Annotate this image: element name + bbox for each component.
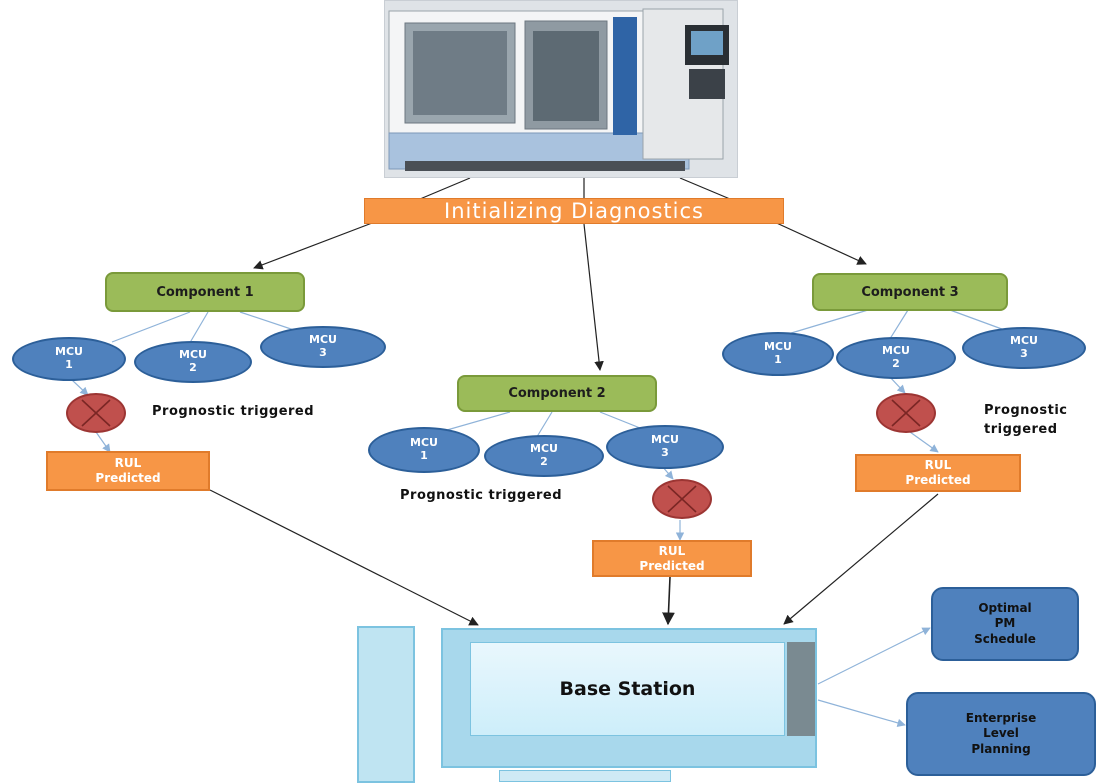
mcu-label: MCU <box>764 340 792 354</box>
arrow-init-component-3 <box>769 219 867 265</box>
rul-label: Predicted <box>95 471 161 485</box>
mcu-number: 2 <box>189 361 197 374</box>
mcu-label: MCU <box>1010 334 1038 348</box>
prognostic-triggered-label: Prognostic triggered <box>152 404 315 419</box>
branch-c2-mcu3 <box>599 411 641 429</box>
failure-x-icon <box>652 479 712 519</box>
output-label: Enterprise <box>965 710 1037 725</box>
mcu-number: 3 <box>1020 347 1028 360</box>
prognostic-line: Prognostic <box>984 403 1068 418</box>
arrow-c1-fail-rul <box>95 431 111 453</box>
rul-predicted-box: RUL Predicted <box>592 540 752 577</box>
mcu-label: MCU <box>651 433 679 447</box>
branch-c2-mcu1 <box>439 411 511 433</box>
mcu-label: MCU <box>309 333 337 347</box>
rul-predicted-box: RUL Predicted <box>855 454 1021 492</box>
rul-label: RUL <box>658 543 686 558</box>
mcu-number: 3 <box>319 346 327 359</box>
connector-machine-left <box>419 177 471 200</box>
rul-label: Predicted <box>639 558 705 573</box>
arrow-c1-mcu-fail <box>71 379 89 396</box>
mcu-number: 3 <box>661 446 669 459</box>
component-3-box: Component 3 <box>812 273 1008 311</box>
prognostic-triggered-label: Prognostic triggered <box>400 488 563 503</box>
arrow-init-component-2 <box>583 223 604 371</box>
base-station-screen: Base Station <box>470 642 785 736</box>
mcu-number: 1 <box>420 449 428 462</box>
initializing-diagnostics-box: Initializing Diagnostics <box>364 198 784 224</box>
arrow-base-pm <box>817 627 931 685</box>
mcu-label: MCU <box>530 442 558 456</box>
branch-c3-mcu1 <box>787 309 869 335</box>
branch-c1-mcu1 <box>111 311 191 343</box>
prognostic-triggered-label: Prognostic triggered <box>984 402 1067 440</box>
mcu-label: MCU <box>179 348 207 362</box>
mcu-number: 2 <box>892 357 900 370</box>
component-2-box: Component 2 <box>457 375 657 412</box>
arrow-base-enterprise <box>817 699 906 727</box>
prognostic-line: triggered <box>984 421 1058 437</box>
rul-predicted-box: RUL Predicted <box>46 451 210 491</box>
rul-label: Predicted <box>905 473 971 487</box>
failure-x-icon <box>66 393 126 433</box>
computer-tower <box>357 626 415 783</box>
output-label: Schedule <box>974 631 1036 646</box>
monitor-bevel <box>787 642 815 736</box>
mcu-label: MCU <box>410 436 438 450</box>
rul-label: RUL <box>114 456 142 470</box>
mcu-number: 2 <box>540 455 548 468</box>
output-label: Optimal <box>978 600 1032 615</box>
rul-label: RUL <box>924 458 952 472</box>
arrow-rul3-base <box>783 493 939 625</box>
arrow-rul1-base <box>209 489 479 626</box>
mcu-label: MCU <box>882 344 910 358</box>
cnc-machine-image <box>384 0 738 178</box>
connector-machine-right <box>679 177 731 200</box>
failure-x-icon <box>876 393 936 433</box>
mcu-label: MCU <box>55 345 83 359</box>
output-label: Planning <box>971 741 1031 756</box>
arrow-c3-fail-rul <box>909 431 939 453</box>
enterprise-level-planning-box: Enterprise Level Planning <box>906 692 1096 776</box>
mcu-number: 1 <box>65 358 73 371</box>
output-label: Level <box>983 726 1019 741</box>
output-label: PM <box>994 616 1016 631</box>
arrow-init-component-1 <box>253 219 381 270</box>
arrow-rul2-base <box>662 576 675 626</box>
optimal-pm-schedule-box: Optimal PM Schedule <box>931 587 1079 661</box>
component-1-box: Component 1 <box>105 272 305 312</box>
mcu-number: 1 <box>774 353 782 366</box>
monitor-stand <box>499 770 671 782</box>
